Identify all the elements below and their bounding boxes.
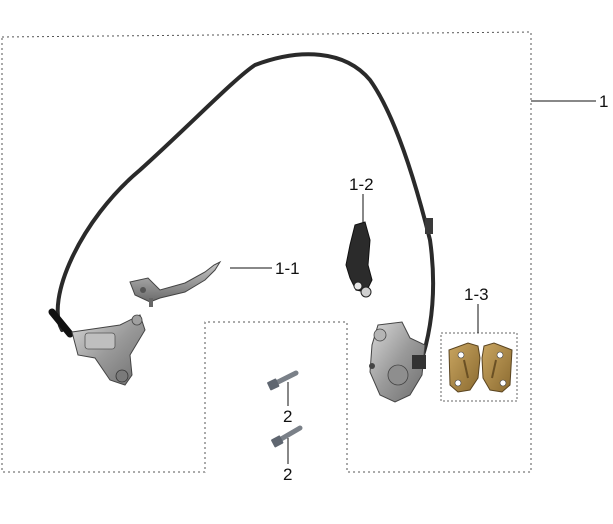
- brake-hose: [55, 52, 436, 367]
- bolt-lower: [271, 425, 303, 448]
- brake-lever: [129, 260, 222, 307]
- callout-pads: 1-3: [464, 285, 489, 304]
- brake-pad-left: [448, 342, 481, 393]
- callout-assembly: 1: [599, 92, 609, 111]
- pads-group-box: [440, 332, 518, 402]
- assembly-boundary: [1, 31, 532, 473]
- callout-bolt-upper: 2: [283, 407, 293, 426]
- hose-end-collar: [48, 308, 74, 338]
- bolt-upper: [267, 370, 299, 391]
- callout-bracket: 1-2: [349, 175, 374, 194]
- master-cylinder: [71, 314, 146, 386]
- callout-bolt-lower: 2: [283, 465, 293, 484]
- caliper-bracket: [345, 221, 373, 298]
- brake-caliper: [369, 321, 426, 403]
- hose-sleeve-upper: [425, 218, 433, 234]
- callout-lever: 1-1: [275, 259, 300, 278]
- brake-pad-right: [481, 342, 513, 393]
